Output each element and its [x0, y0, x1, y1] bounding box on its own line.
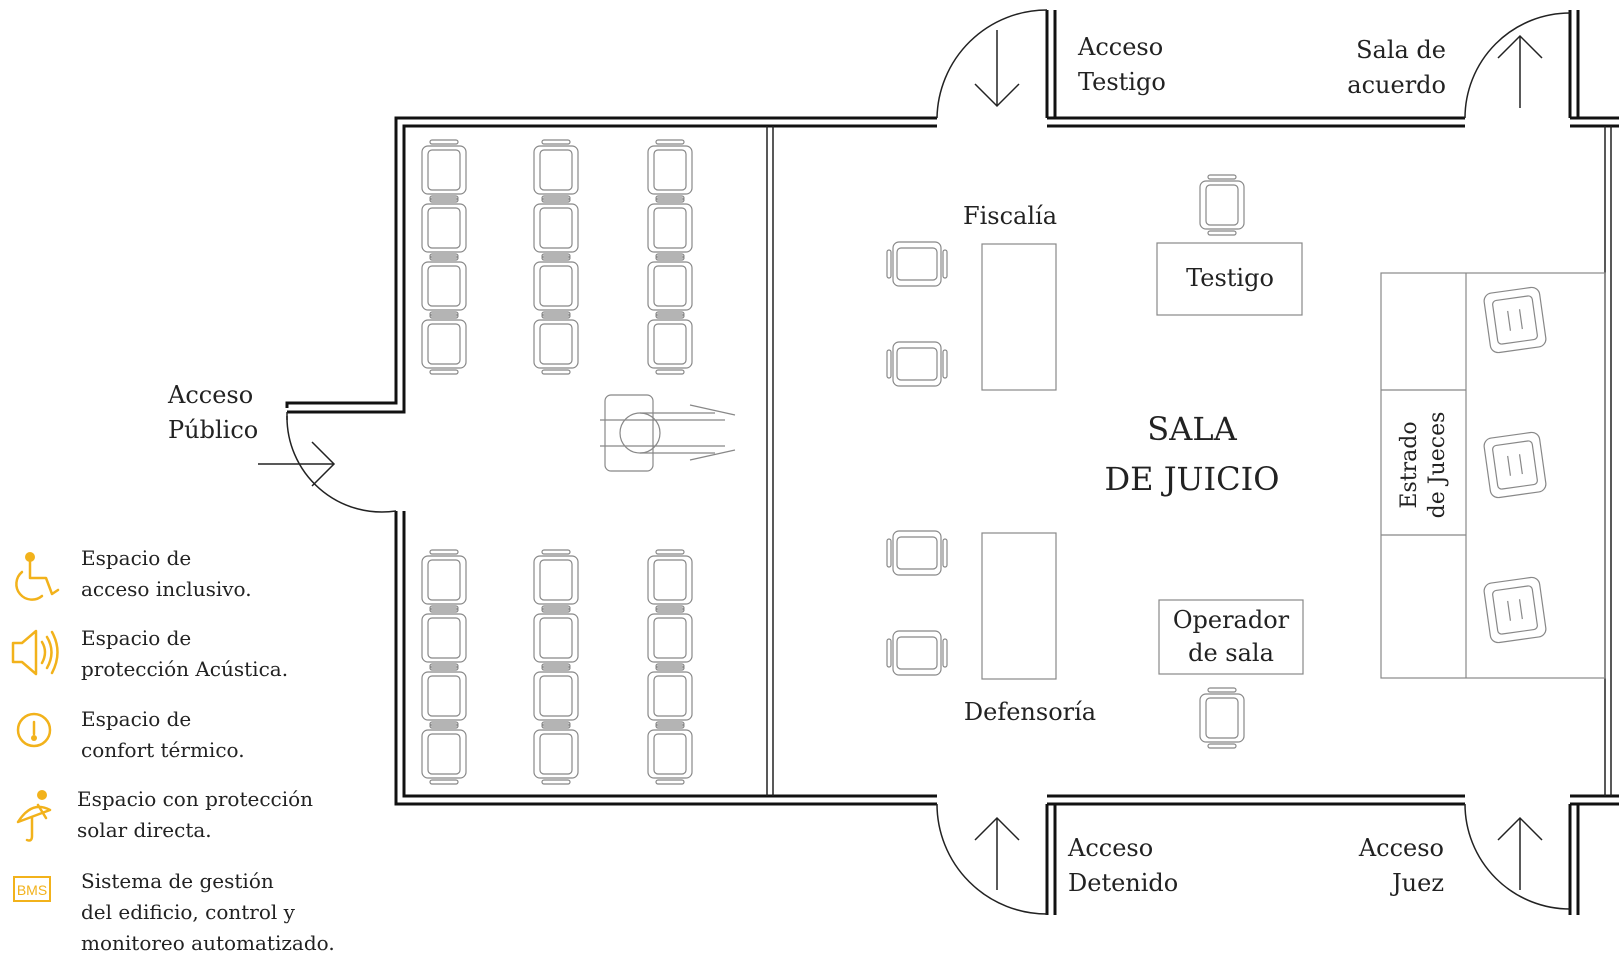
legend: Espacio de acceso inclusivo. Espacio de …	[11, 546, 335, 955]
thermometer-icon	[16, 712, 52, 748]
acceso-testigo-line2: Testigo	[1078, 68, 1166, 96]
room-title-line1: SALA	[1147, 410, 1237, 448]
legend-item-2-line1: Espacio de	[81, 626, 191, 650]
bms-icon-text: BMS	[17, 882, 47, 898]
bms-icon: BMS	[13, 876, 51, 902]
sun-umbrella-icon	[16, 790, 52, 842]
sala-acuerdo-line1: Sala de	[1356, 36, 1446, 64]
acceso-detenido-line2: Detenido	[1068, 869, 1178, 897]
legend-item-1-line1: Espacio de	[81, 546, 191, 570]
legend-item-2-line2: protección Acústica.	[81, 657, 288, 681]
fiscalia-label: Fiscalía	[963, 202, 1057, 230]
acceso-publico-line1: Acceso	[167, 381, 253, 409]
sala-acuerdo-line2: acuerdo	[1347, 71, 1446, 99]
gallery-seating-top	[421, 139, 693, 375]
estrado-jueces	[1380, 272, 1606, 679]
door-testigo[interactable]	[936, 9, 1048, 119]
acceso-publico-line2: Público	[168, 416, 258, 444]
wheelchair-icon	[15, 552, 60, 601]
operador-label-line1: Operador	[1173, 606, 1290, 634]
estrado-label: Estrado de Jueces	[1397, 412, 1450, 519]
legend-item-3-line2: confort térmico.	[81, 738, 245, 762]
acceso-juez-line1: Acceso	[1358, 834, 1444, 862]
acceso-testigo-line1: Acceso	[1077, 33, 1163, 61]
legend-item-5-line3: monitoreo automatizado.	[81, 931, 335, 955]
acceso-detenido-line1: Acceso	[1067, 834, 1153, 862]
legend-item-3-line1: Espacio de	[81, 707, 191, 731]
wheelchair-user-figures	[600, 394, 736, 472]
door-sala-acuerdo[interactable]	[1464, 12, 1571, 119]
defensoria-label: Defensoría	[964, 698, 1096, 726]
legend-item-5-line1: Sistema de gestión	[81, 869, 274, 893]
gallery-seating-bottom	[421, 549, 693, 785]
acceso-juez-line2: Juez	[1389, 869, 1444, 897]
door-juez[interactable]	[1464, 803, 1571, 910]
operador-label-line2: de sala	[1188, 639, 1274, 667]
speaker-icon	[11, 629, 59, 676]
estrado-label-line2: de Jueces	[1425, 412, 1450, 519]
testigo-area	[1156, 174, 1303, 316]
door-detenido[interactable]	[936, 803, 1048, 915]
defensoria-area	[886, 530, 1057, 680]
estrado-label-line1: Estrado	[1397, 421, 1422, 508]
legend-item-4-line1: Espacio con protección	[77, 787, 313, 811]
walls	[285, 10, 1619, 915]
testigo-label: Testigo	[1186, 264, 1274, 292]
legend-item-1-line2: acceso inclusivo.	[81, 577, 252, 601]
legend-item-4-line2: solar directa.	[77, 818, 212, 842]
fiscalia-area	[886, 241, 1057, 391]
door-publico[interactable]	[258, 412, 397, 513]
room-title-line2: DE JUICIO	[1105, 460, 1280, 498]
legend-item-5-line2: del edificio, control y	[81, 900, 296, 924]
operador-area	[1158, 599, 1304, 749]
